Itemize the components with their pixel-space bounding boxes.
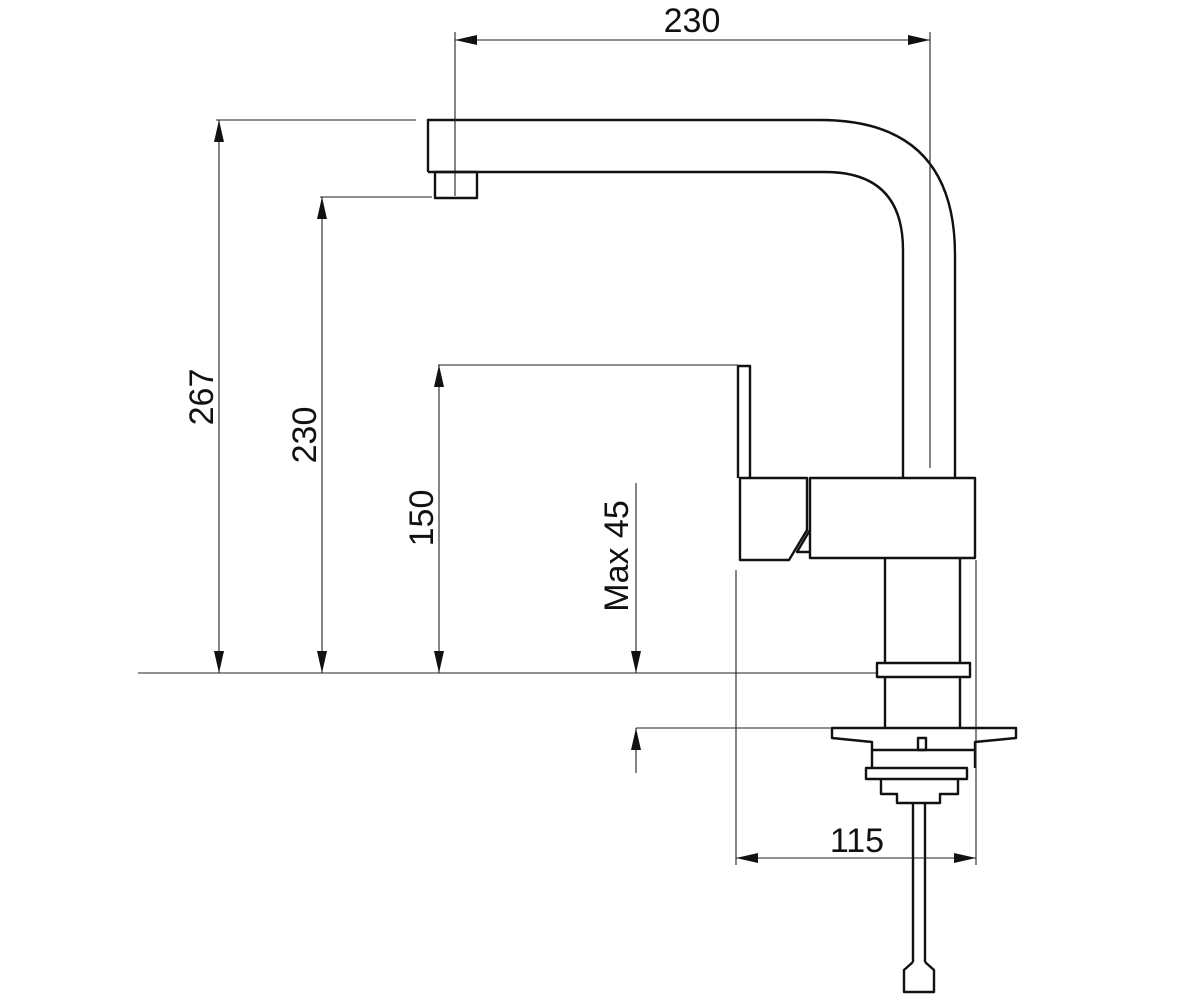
dimension-outlet-height: 230 [286,197,327,673]
lower-shank [870,750,977,768]
extension-lines [138,32,977,865]
shank [883,677,962,728]
dimension-label-spout-reach: 230 [664,2,721,40]
body-lever-joint [795,529,812,554]
dimension-label-outlet-height: 230 [286,407,324,464]
spout-inner-contour [428,170,905,478]
faucet-outline [426,118,1018,994]
lever-handle [736,364,752,478]
faucet-body [808,476,977,560]
dimension-label-total-height: 267 [183,369,221,426]
dimension-spout-reach: 230 [455,2,930,45]
dimension-base-diameter: 115 [736,822,976,863]
dimension-max-deck: Max 45 [598,483,641,773]
dimension-lever-height: 150 [403,365,444,673]
dimension-label-lever-height: 150 [403,490,441,547]
dimension-label-base-diameter: 115 [830,822,884,860]
faucet-column [883,558,962,663]
deck-ring [875,661,972,679]
dimension-label-max-deck: Max 45 [598,500,636,612]
dimension-total-height: 267 [183,120,224,673]
spout-outer-contour [426,118,957,478]
nut-base [879,779,960,805]
aerator [433,170,479,200]
hose-ferrule [902,961,936,994]
plate-stud [916,736,928,752]
lever-cap [738,476,809,562]
fixing-nut [864,766,969,781]
supply-hose [911,803,927,962]
